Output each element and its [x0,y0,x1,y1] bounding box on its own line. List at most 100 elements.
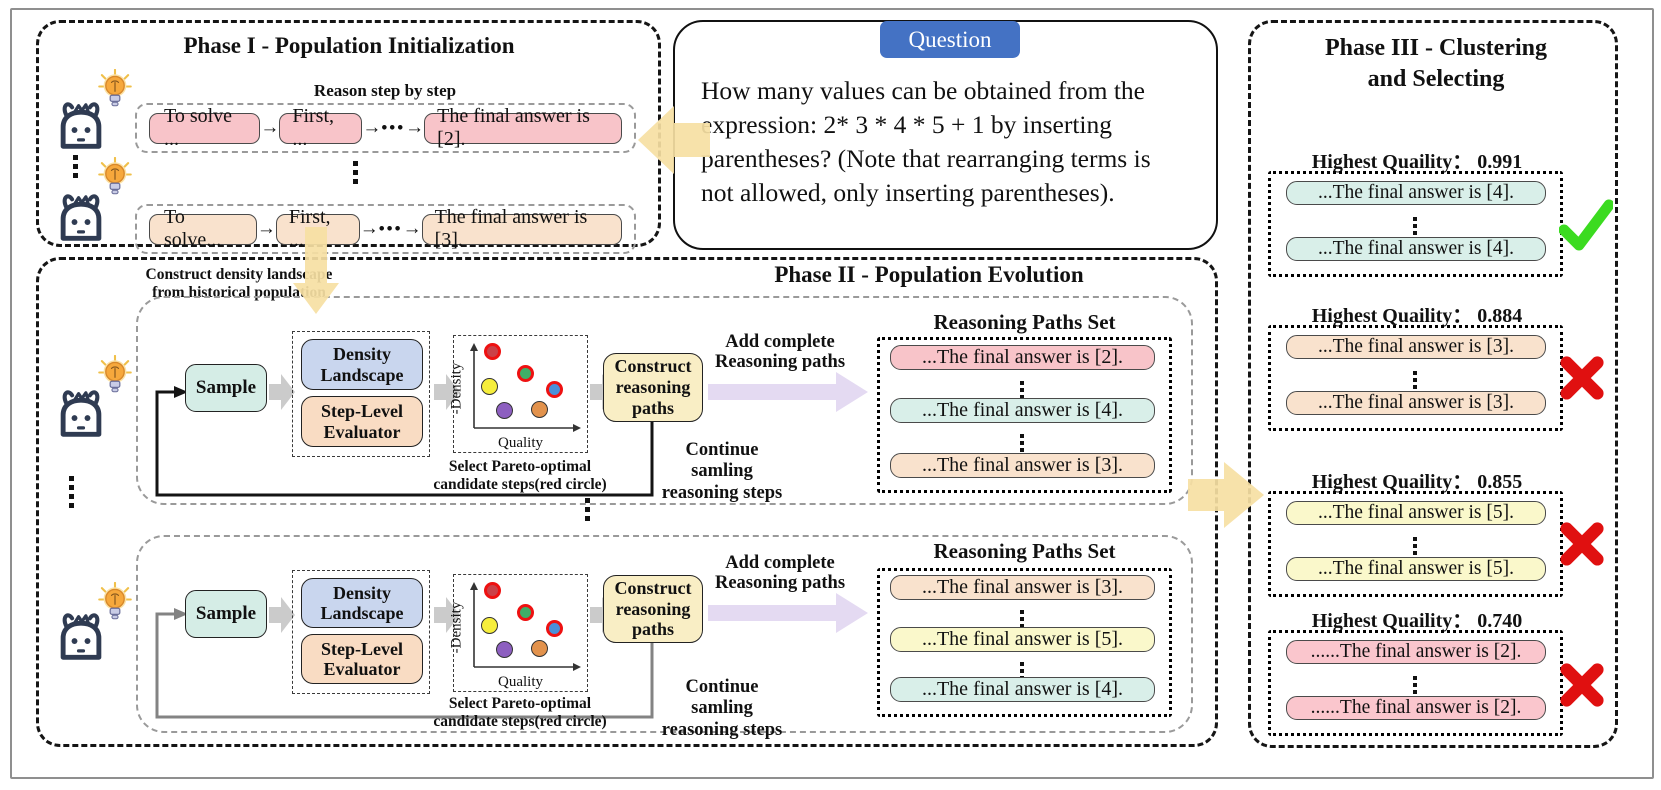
arrow-glyph: → [402,218,422,239]
agents-ellipsis [73,155,78,178]
feedback-loop-line [155,608,654,719]
path-row: ...The final answer is [4]. [890,398,1155,423]
chain-step: To solve ... [149,105,261,150]
sample-box: Sample [185,364,267,412]
question-to-phase1-arrow [638,106,710,174]
scatter-xlabel: Quality [498,674,543,690]
robot-icon [55,97,107,155]
cluster-block: Highest Quaility： 0.991 ...The final ans… [1251,145,1621,281]
scatter-ylabel: -Density [448,362,465,415]
cluster-ellipsis [1413,371,1417,389]
chain-final: The final answer is [2]. [424,105,623,150]
construct-paths-box: Construct reasoning paths [603,575,703,643]
cluster-block: Highest Quaility： 0.884 ...The final ans… [1251,299,1621,435]
path-row: ...The final answer is [3]. [890,575,1155,600]
chain-step: First, ... [279,105,363,150]
cluster-label: Highest Quaility： 0.884 [1311,305,1523,327]
phase1-title: Phase I - Population Initialization [183,33,515,58]
robot-icon [55,608,107,666]
sample-box: Sample [185,590,267,638]
phase3-box: Phase III - Clustering and Selecting Hig… [1248,20,1618,748]
scatter-point [531,640,549,658]
lightbulb-icon [97,355,133,397]
evolution-unit: Sample Density Landscape Step-Level Eval… [136,535,1193,740]
cluster-label: Highest Quaility： 0.740 [1311,610,1523,632]
scatter-point [531,401,549,419]
cluster-row: ...The final answer is [4]. [1286,181,1546,205]
robot-icon [55,385,107,443]
scatter-point [545,619,563,637]
chain-final: The final answer is [3]. [421,206,622,251]
scatter-point [545,380,563,398]
density-landscape-box: Density Landscape [301,339,423,390]
cluster-box [1268,630,1563,736]
step-level-evaluator-box: Step-Level Evaluator [301,396,423,447]
arrow-glyph: → [260,117,280,138]
flow-arrow-icon [434,597,460,633]
ellipsis-glyph: ••• [378,219,403,238]
ellipsis-glyph: ••• [381,118,406,137]
select-pareto-note: Select Pareto-optimal candidate steps(re… [433,458,607,494]
lightbulb-icon [97,582,133,624]
path-row: ...The final answer is [3]. [890,453,1155,478]
lightbulb-icon [97,157,133,199]
cluster-block: Highest Quaility： 0.855 ...The final ans… [1251,465,1621,601]
cluster-ellipsis [1413,676,1417,694]
units-ellipsis [69,476,74,508]
robot-icon [55,189,107,247]
cluster-box [1268,325,1563,431]
verdict-icon [1559,199,1613,253]
phase2-title: Phase II - Population Evolution [774,262,1084,287]
path-row: ...The final answer is [2]. [890,345,1155,370]
cluster-ellipsis [1413,537,1417,555]
scatter-point [517,604,534,622]
cluster-label: Highest Quaility： 0.855 [1311,471,1523,493]
cluster-row: ......The final answer is [2]. [1286,696,1546,720]
question-line: parentheses? (Note that rearranging term… [701,144,1151,173]
question-line: expression: 2* 3 * 4 * 5 + 1 by insertin… [701,110,1113,139]
chains-ellipsis [353,161,358,184]
pareto-scatter-plot: -Density Quality [448,335,588,453]
path-row: ...The final answer is [4]. [890,677,1155,702]
density-landscape-box: Density Landscape [301,578,423,628]
step-level-evaluator-box: Step-Level Evaluator [301,634,423,684]
cluster-label: Highest Quaility： 0.991 [1311,151,1523,173]
add-complete-label: Add complete Reasoning paths [714,553,846,594]
paths-ellipsis [1020,434,1024,452]
scatter-point [484,343,502,361]
cluster-row: ...The final answer is [5]. [1286,501,1546,525]
construct-paths-box: Construct reasoning paths [603,353,703,422]
reasoning-chain: To solve ... → First, ... → ••• → The fi… [135,103,636,153]
scatter-point [480,378,498,396]
cross-icon [1560,663,1604,707]
path-row: ...The final answer is [5]. [890,627,1155,652]
verdict-icon [1559,662,1605,708]
scatter-point [496,401,514,419]
chain-step: First, ... [275,206,360,251]
flow-arrow-icon [269,374,295,410]
paths-ellipsis [1020,610,1024,628]
feedback-loop-line [155,386,654,497]
cross-icon [1560,522,1604,566]
arrow-glyph: → [256,218,276,239]
add-complete-label: Add complete Reasoning paths [714,332,846,373]
chain-step: To solve... [149,206,257,251]
continue-sampling-label: Continue samling reasoning steps [661,440,783,503]
question-box: Question How many values can be obtained… [673,20,1218,250]
figure-border [10,8,1654,779]
phase3-title: Phase III - Clustering and Selecting [1324,35,1547,93]
phase1-box: Phase I - Population Initialization Reas… [36,20,661,254]
cluster-row: ...The final answer is [3]. [1286,335,1546,359]
reason-step-label: Reason step by step [313,81,457,100]
question-line: not allowed, only inserting parentheses)… [701,178,1115,207]
phase2-to-phase3-arrow [1188,462,1264,528]
add-paths-arrow [708,593,868,633]
verdict-icon [1559,521,1605,567]
flow-arrow-icon [434,374,460,410]
arrow-glyph: → [359,218,379,239]
paths-set-title: Reasoning Paths Set [933,539,1116,563]
select-pareto-note: Select Pareto-optimal candidate steps(re… [433,695,607,731]
question-line: How many values can be obtained from the [701,76,1145,105]
check-icon [1559,199,1613,251]
